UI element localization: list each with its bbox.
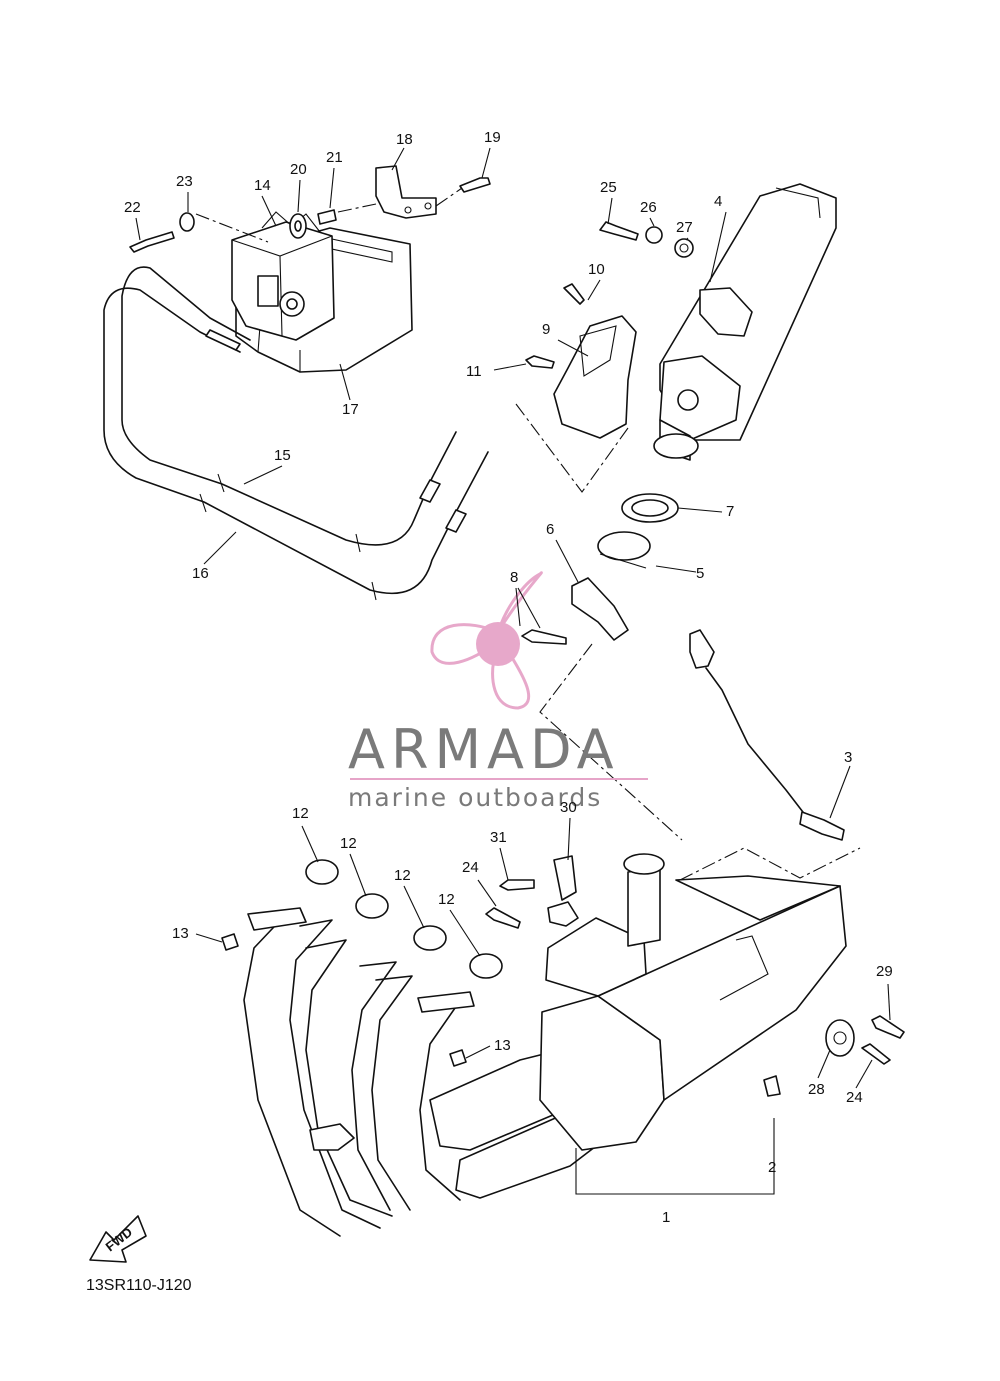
callout-7: 7 [726, 503, 734, 520]
callout-12c: 12 [394, 867, 411, 884]
callout-12d: 12 [438, 891, 455, 908]
exup-servo-assembly [129, 165, 491, 373]
callout-12b: 12 [340, 835, 357, 852]
brand-divider [350, 778, 648, 780]
callout-25: 25 [600, 179, 617, 196]
callout-3: 3 [844, 749, 852, 766]
oxygen-sensor [689, 629, 845, 841]
exhaust-header-assembly [221, 853, 905, 1237]
callout-4: 4 [714, 193, 722, 210]
callout-18: 18 [396, 131, 413, 148]
callout-5: 5 [696, 565, 704, 582]
callout-26: 26 [640, 199, 657, 216]
callout-17: 17 [342, 401, 359, 418]
exup-cables [103, 266, 489, 601]
brand-tagline: marine outboards [348, 783, 602, 812]
leader-lines [135, 147, 891, 1089]
callout-28: 28 [808, 1081, 825, 1098]
callout-30: 30 [560, 799, 577, 816]
callout-16: 16 [192, 565, 209, 582]
callout-11: 11 [466, 363, 482, 380]
callout-8: 8 [510, 569, 518, 586]
forward-direction-arrow: FWD [89, 1215, 147, 1263]
callout-19: 19 [484, 129, 501, 146]
callout-21: 21 [326, 149, 343, 166]
callout-1: 1 [662, 1209, 670, 1226]
armada-watermark: ARMADA marine outboards [348, 571, 648, 812]
callout-31: 31 [490, 829, 507, 846]
callout-9: 9 [542, 321, 550, 338]
callout-24a: 24 [462, 859, 479, 876]
callout-6: 6 [546, 521, 554, 538]
callout-22: 22 [124, 199, 141, 216]
callout-2: 2 [768, 1159, 776, 1176]
callout-20: 20 [290, 161, 307, 178]
callout-24b: 24 [846, 1089, 863, 1106]
callout-29: 29 [876, 963, 893, 980]
brand-name: ARMADA [348, 718, 620, 781]
callout-14: 14 [254, 177, 271, 194]
callout-27: 27 [676, 219, 693, 236]
callout-13a: 13 [172, 925, 189, 942]
callout-labels: 1 2 3 4 5 6 7 8 9 10 11 12 12 12 12 13 1… [124, 129, 893, 1226]
callout-15: 15 [274, 447, 291, 464]
propeller-logo [430, 571, 543, 710]
callout-12a: 12 [292, 805, 309, 822]
callout-13b: 13 [494, 1037, 511, 1054]
muffler-assembly [515, 183, 861, 881]
callout-10: 10 [588, 261, 605, 278]
callout-23: 23 [176, 173, 193, 190]
diagram-code: 13SR110-J120 [86, 1277, 192, 1294]
